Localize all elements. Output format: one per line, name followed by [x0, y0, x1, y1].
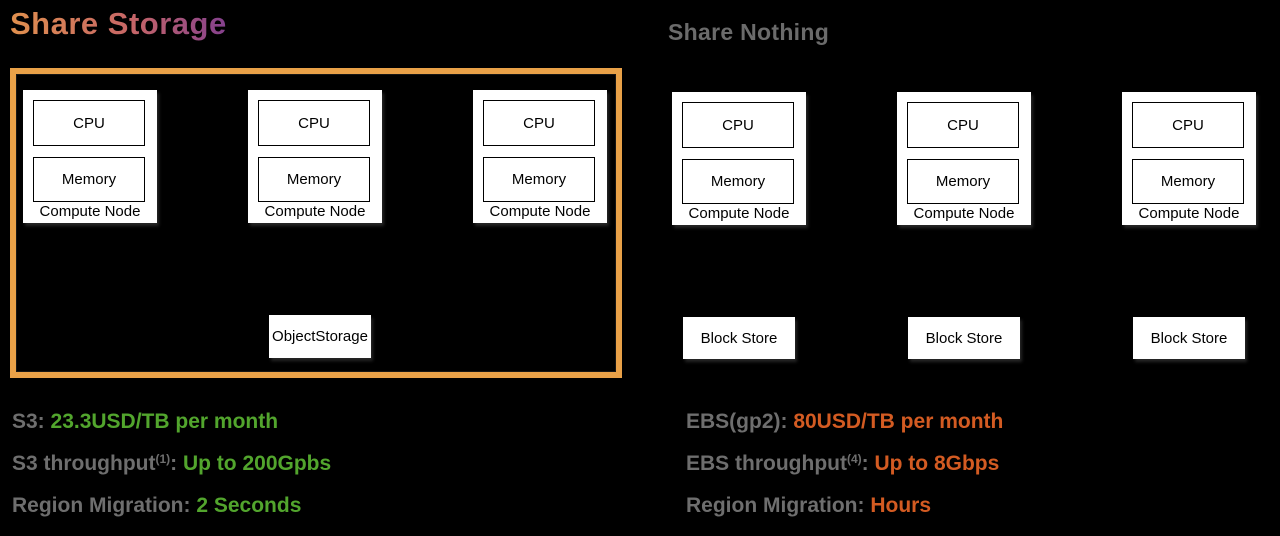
object-storage-label: ObjectStorage — [272, 328, 368, 345]
compute-node-label: Compute Node — [264, 203, 366, 220]
cpu-label: CPU — [947, 116, 979, 134]
compute-node-label: Compute Node — [688, 205, 790, 222]
block-store-box: Block Store — [1133, 317, 1245, 359]
object-storage-box: ObjectStorage — [269, 315, 371, 358]
stat-s3-price: S3: 23.3USD/TB per month — [12, 410, 278, 434]
stat-superscript: (4) — [846, 452, 862, 466]
compute-node: CPU Memory Compute Node — [473, 90, 607, 223]
stat-prefix: S3: — [12, 410, 51, 433]
stat-value: 23.3USD/TB per month — [50, 410, 279, 433]
cpu-label: CPU — [523, 114, 555, 132]
cpu-box: CPU — [258, 100, 370, 146]
compute-node-label: Compute Node — [1138, 205, 1240, 222]
cpu-label: CPU — [298, 114, 330, 132]
stat-ebs-region-migration: Region Migration: Hours — [686, 494, 931, 518]
cpu-box: CPU — [1132, 102, 1244, 148]
compute-node: CPU Memory Compute Node — [248, 90, 382, 223]
memory-label: Memory — [286, 171, 342, 188]
share-storage-title: Share Storage — [10, 6, 227, 41]
memory-box: Memory — [682, 159, 794, 204]
stat-ebs-price: EBS(gp2): 80USD/TB per month — [686, 410, 1003, 434]
memory-label: Memory — [61, 171, 117, 188]
memory-box: Memory — [33, 157, 145, 202]
memory-box: Memory — [483, 157, 595, 202]
memory-label: Memory — [511, 171, 567, 188]
stat-value: 80USD/TB per month — [793, 410, 1004, 433]
compute-node: CPU Memory Compute Node — [1122, 92, 1256, 225]
stat-prefix: Region Migration: — [686, 494, 871, 517]
stat-prefix: EBS throughput — [686, 452, 847, 475]
block-store-label: Block Store — [1150, 329, 1228, 347]
cpu-label: CPU — [73, 114, 105, 132]
block-store-label: Block Store — [700, 329, 778, 347]
cpu-box: CPU — [483, 100, 595, 146]
memory-box: Memory — [907, 159, 1019, 204]
block-store-label: Block Store — [925, 329, 1003, 347]
stat-s3-region-migration: Region Migration: 2 Seconds — [12, 494, 301, 518]
cpu-box: CPU — [33, 100, 145, 146]
stat-separator: : — [170, 452, 183, 475]
cpu-box: CPU — [907, 102, 1019, 148]
memory-label: Memory — [710, 173, 766, 190]
stat-ebs-throughput: EBS throughput(4): Up to 8Gbps — [686, 452, 999, 476]
stat-prefix: Region Migration: — [12, 494, 197, 517]
stat-s3-throughput: S3 throughput(1): Up to 200Gpbs — [12, 452, 331, 476]
compute-node-label: Compute Node — [489, 203, 591, 220]
share-nothing-title: Share Nothing — [668, 19, 830, 45]
compute-node: CPU Memory Compute Node — [672, 92, 806, 225]
memory-box: Memory — [1132, 159, 1244, 204]
block-store-box: Block Store — [908, 317, 1020, 359]
stat-value: Hours — [870, 494, 932, 517]
memory-box: Memory — [258, 157, 370, 202]
stat-value: Up to 8Gbps — [874, 452, 1000, 475]
share-storage-container — [10, 68, 622, 378]
stat-value: 2 Seconds — [196, 494, 302, 517]
compute-node: CPU Memory Compute Node — [897, 92, 1031, 225]
stat-separator: : — [861, 452, 875, 475]
stat-prefix: EBS(gp2): — [686, 410, 794, 433]
memory-label: Memory — [1160, 173, 1216, 190]
stat-superscript: (1) — [155, 452, 171, 466]
stat-value: Up to 200Gpbs — [182, 452, 332, 475]
memory-label: Memory — [935, 173, 991, 190]
cpu-box: CPU — [682, 102, 794, 148]
block-store-box: Block Store — [683, 317, 795, 359]
compute-node: CPU Memory Compute Node — [23, 90, 157, 223]
stat-prefix: S3 throughput — [12, 452, 156, 475]
cpu-label: CPU — [722, 116, 754, 134]
cpu-label: CPU — [1172, 116, 1204, 134]
compute-node-label: Compute Node — [39, 203, 141, 220]
compute-node-label: Compute Node — [913, 205, 1015, 222]
